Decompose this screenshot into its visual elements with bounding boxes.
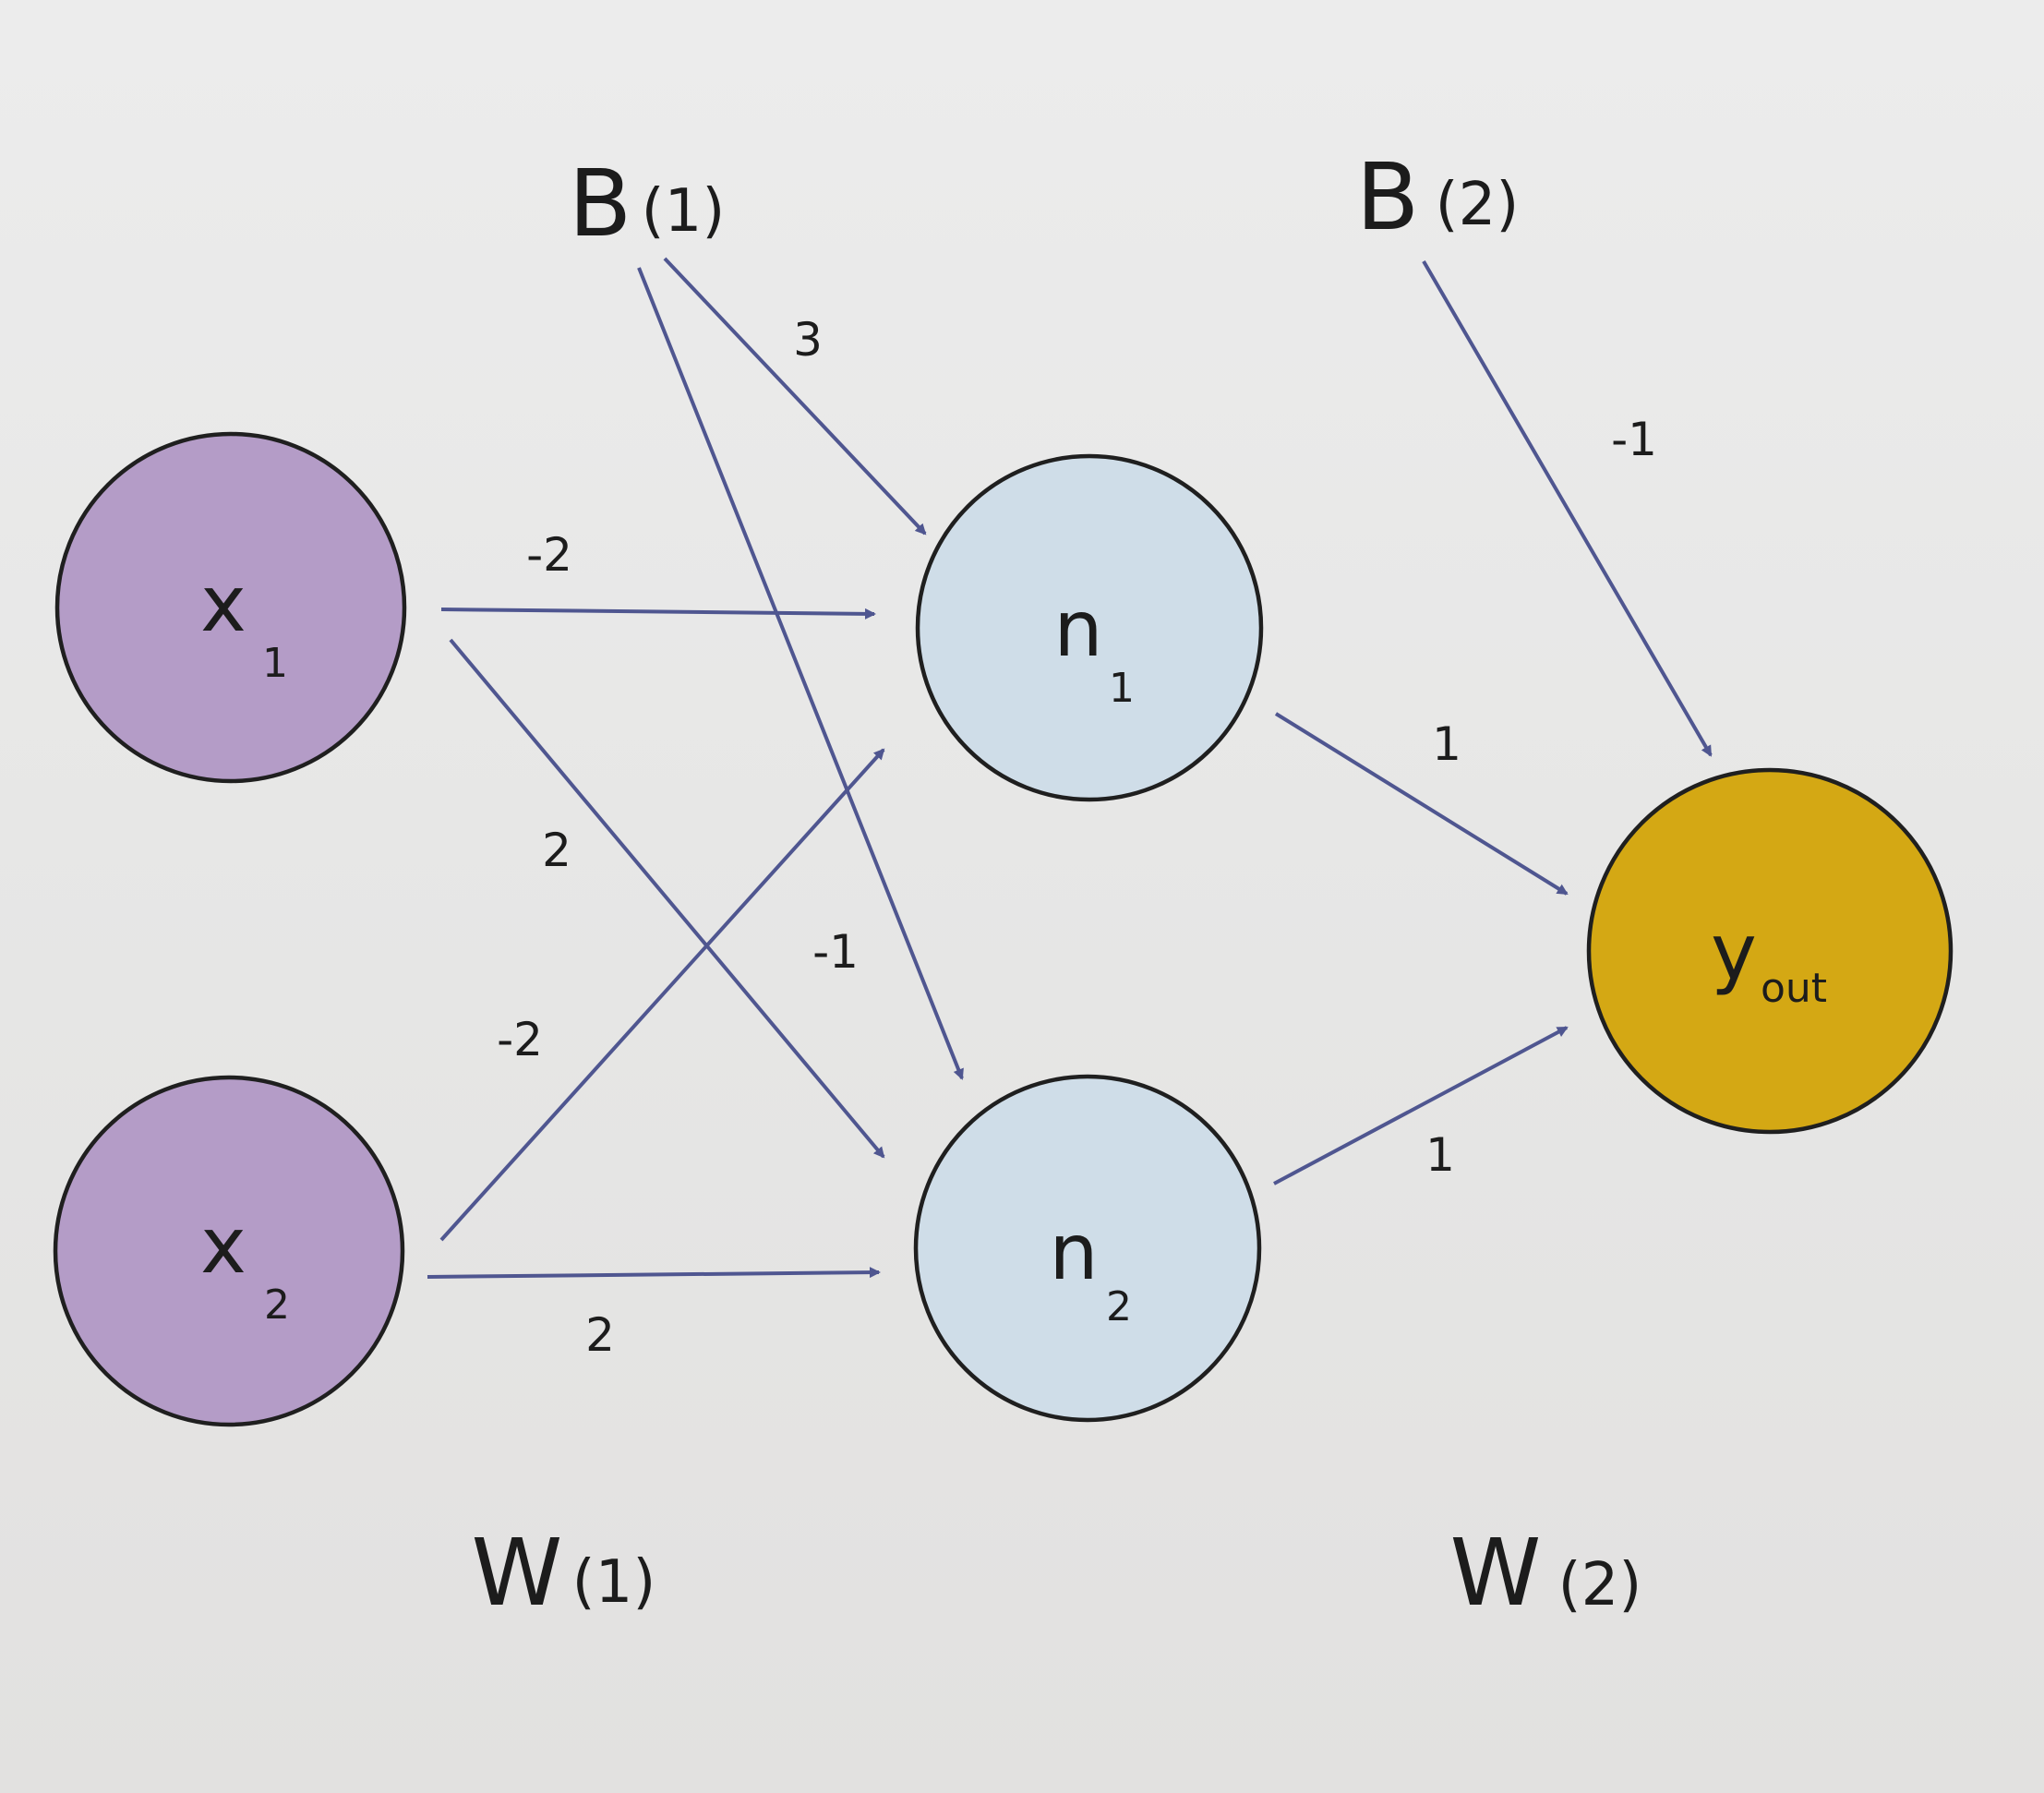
- label-w1-main: W: [472, 1519, 563, 1627]
- node-n1: n 1: [915, 453, 1264, 802]
- node-n2: n 2: [913, 1074, 1262, 1423]
- edge-b1-n2: [637, 267, 964, 1080]
- edge-x1-n2: [449, 638, 885, 1159]
- weight-n2-yout: 1: [1425, 1128, 1455, 1182]
- weight-b1-n1: 3: [793, 313, 823, 367]
- edge-x2-n2: [427, 1267, 881, 1279]
- edge-n1-yout: [1274, 712, 1569, 896]
- edge-x1-n1: [440, 608, 876, 620]
- edge-x2-n1: [439, 748, 885, 1242]
- weight-n1-yout: 1: [1432, 717, 1461, 771]
- label-w1: W (1): [472, 1519, 656, 1627]
- node-x1-circle: [54, 431, 407, 784]
- label-b1-sub: (1): [642, 177, 726, 246]
- node-x1-subscript: 1: [262, 640, 288, 687]
- node-n1-label: n: [1053, 584, 1102, 674]
- node-n2-label: n: [1049, 1207, 1098, 1297]
- edge-b2-yout: [1422, 259, 1713, 757]
- weight-x2-n2: 2: [585, 1308, 615, 1362]
- edge-b1-n1: [663, 257, 927, 535]
- node-n2-circle: [913, 1074, 1262, 1423]
- node-n2-subscript: 2: [1106, 1283, 1132, 1330]
- node-n1-circle: [915, 453, 1264, 802]
- label-w1-sub: (1): [572, 1548, 656, 1617]
- node-yout: y out: [1586, 767, 1954, 1135]
- node-yout-circle: [1586, 767, 1954, 1135]
- node-x2: x 2: [53, 1075, 405, 1427]
- weight-x1-n1: -2: [526, 528, 572, 582]
- node-x2-circle: [53, 1075, 405, 1427]
- label-b2-main: B: [1356, 143, 1420, 251]
- edges: [427, 257, 1713, 1279]
- label-w2-sub: (2): [1558, 1551, 1642, 1619]
- label-b1-main: B: [569, 150, 632, 258]
- label-b2-sub: (2): [1436, 171, 1520, 239]
- weight-x2-n1: -2: [497, 1013, 543, 1066]
- node-yout-subscript: out: [1761, 965, 1827, 1012]
- node-yout-label: y: [1711, 907, 1757, 997]
- node-x1: x 1: [54, 431, 407, 784]
- node-n1-subscript: 1: [1109, 665, 1135, 712]
- weight-labels: -2 2 -2 2 3 -1 1 1 -1: [497, 313, 1657, 1362]
- weight-x1-n2: 2: [542, 824, 571, 877]
- edge-n2-yout: [1273, 1026, 1569, 1185]
- label-w2-main: W: [1450, 1519, 1542, 1627]
- node-x2-label: x: [200, 1200, 246, 1291]
- label-b1: B (1): [569, 150, 726, 258]
- label-w2: W (2): [1450, 1519, 1642, 1627]
- node-x1-label: x: [200, 559, 246, 649]
- label-b2: B (2): [1356, 143, 1520, 251]
- node-x2-subscript: 2: [264, 1282, 290, 1329]
- weight-b2-yout: -1: [1611, 413, 1657, 466]
- weight-b1-n2: -1: [812, 925, 859, 979]
